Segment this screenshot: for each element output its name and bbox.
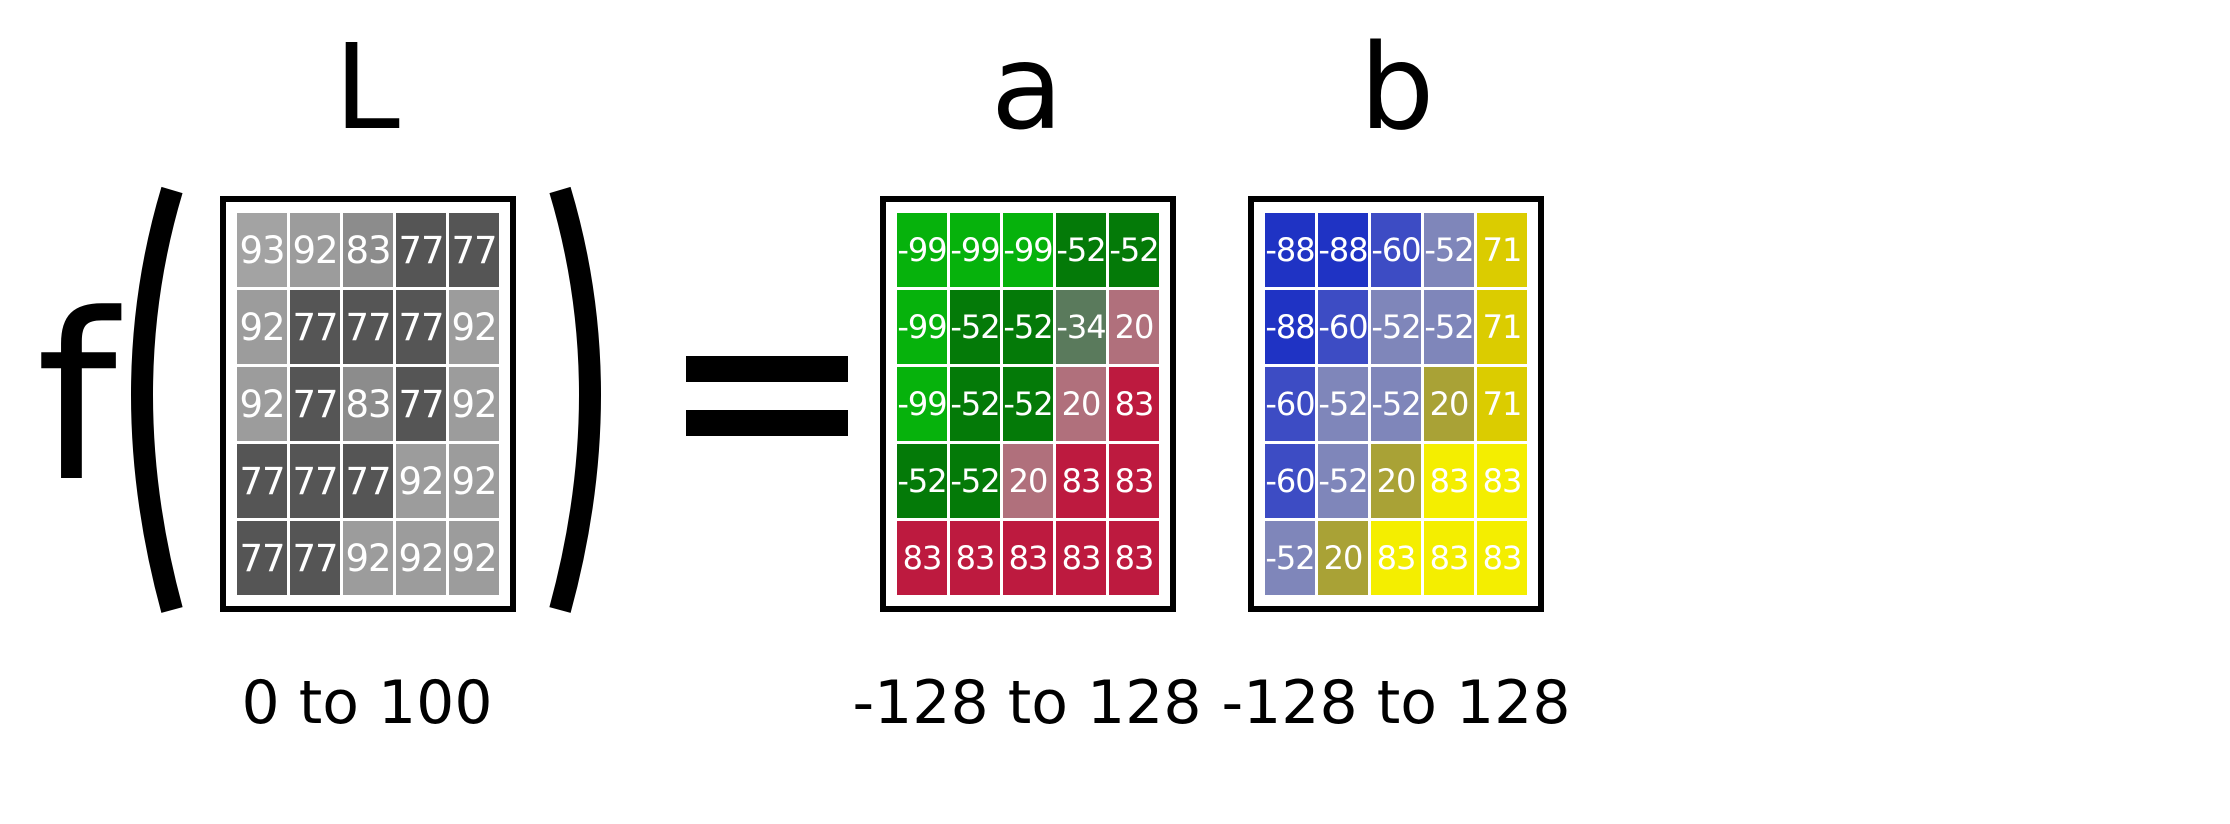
grid-cell: 83 <box>1477 521 1527 595</box>
grid-cell: 83 <box>1056 521 1106 595</box>
range-label-l: 0 to 100 <box>241 668 493 738</box>
grid-cell: 77 <box>449 213 499 287</box>
grid-cell: 83 <box>1477 444 1527 518</box>
grid-cell: 20 <box>1056 367 1106 441</box>
grid-cell: 92 <box>237 290 287 364</box>
grid-title-b: b <box>1359 18 1435 156</box>
range-label-a: -128 to 128 <box>852 668 1202 738</box>
grid-cell: 83 <box>1109 444 1159 518</box>
equals-bar-bottom <box>686 410 848 436</box>
grid-cell: 77 <box>290 367 340 441</box>
grid-cell: -52 <box>1003 290 1054 364</box>
grid-cell: -52 <box>950 367 1001 441</box>
grid-cell: 83 <box>897 521 947 595</box>
grid-cell: -60 <box>1371 213 1422 287</box>
grid-cell: 77 <box>343 444 393 518</box>
grid-cell: 92 <box>343 521 393 595</box>
grid-cell: 92 <box>396 521 446 595</box>
grid-cell: 77 <box>343 290 393 364</box>
grid-cell: 92 <box>449 444 499 518</box>
grid-cell: -52 <box>1265 521 1316 595</box>
grid-cell: 83 <box>1003 521 1053 595</box>
grid-cell: 20 <box>1371 444 1421 518</box>
grid-cell: -99 <box>897 213 948 287</box>
grid-cell: 77 <box>237 444 287 518</box>
grid-cell: 92 <box>396 444 446 518</box>
grid-cell: 92 <box>449 290 499 364</box>
grid-cell: 77 <box>237 521 287 595</box>
grid-title-a: a <box>990 18 1064 156</box>
grid-cell: 71 <box>1477 290 1527 364</box>
grid-cell: -52 <box>1003 367 1054 441</box>
grid-cell: -99 <box>950 213 1001 287</box>
grid-cell: -99 <box>1003 213 1054 287</box>
grid-cell: 77 <box>290 290 340 364</box>
grid-cell: 71 <box>1477 367 1527 441</box>
grid-cell: 77 <box>396 213 446 287</box>
grid-cell: 83 <box>343 213 393 287</box>
grid-cell: -52 <box>897 444 948 518</box>
grid-cell: -52 <box>950 444 1001 518</box>
grid-cell: -52 <box>1424 290 1475 364</box>
grid-cell: -88 <box>1318 213 1369 287</box>
grid-cell: 71 <box>1477 213 1527 287</box>
function-letter: f <box>36 266 117 533</box>
grid-cell: 93 <box>237 213 287 287</box>
grid-cell: -34 <box>1056 290 1107 364</box>
left-parenthesis-path <box>131 186 183 613</box>
grid-cell: -52 <box>1371 290 1422 364</box>
right-parenthesis-path <box>549 186 601 613</box>
grid-cell: -52 <box>1424 213 1475 287</box>
grid-cell: 83 <box>343 367 393 441</box>
grid-cell: 83 <box>1109 367 1159 441</box>
grid-cell: 92 <box>449 521 499 595</box>
grid-cell: 83 <box>950 521 1000 595</box>
grid-cell: 20 <box>1318 521 1368 595</box>
grid-cell: -99 <box>897 367 948 441</box>
grid-cell: 92 <box>237 367 287 441</box>
grid-cell: -52 <box>1109 213 1160 287</box>
grid-cell: -99 <box>897 290 948 364</box>
grid-cell: -60 <box>1265 367 1316 441</box>
grid-cell: 77 <box>290 444 340 518</box>
grid-cell: -52 <box>950 290 1001 364</box>
grid-cell: 77 <box>396 367 446 441</box>
grid-title-l: L <box>334 18 400 156</box>
grid-cell: 83 <box>1109 521 1159 595</box>
grid-cell: -52 <box>1318 367 1369 441</box>
grid-cell: 83 <box>1424 521 1474 595</box>
grid-cell: 83 <box>1424 444 1474 518</box>
grid-cell: -60 <box>1265 444 1316 518</box>
grid-cell: 20 <box>1109 290 1159 364</box>
equals-bar-top <box>686 356 848 382</box>
grid-cell: 92 <box>290 213 340 287</box>
grid-cell: -52 <box>1318 444 1369 518</box>
grid-cell: 92 <box>449 367 499 441</box>
grid-cell: -88 <box>1265 213 1316 287</box>
grid-cell: -88 <box>1265 290 1316 364</box>
grid-cell: 77 <box>396 290 446 364</box>
grid-cell: 20 <box>1003 444 1053 518</box>
grid-cell: 83 <box>1056 444 1106 518</box>
grid-cell: -52 <box>1371 367 1422 441</box>
grid-cell: -60 <box>1318 290 1369 364</box>
grid-cell: 77 <box>290 521 340 595</box>
range-label-b: -128 to 128 <box>1221 668 1571 738</box>
grid-cell: 83 <box>1371 521 1421 595</box>
grid-cell: 20 <box>1424 367 1474 441</box>
grid-cell: -52 <box>1056 213 1107 287</box>
